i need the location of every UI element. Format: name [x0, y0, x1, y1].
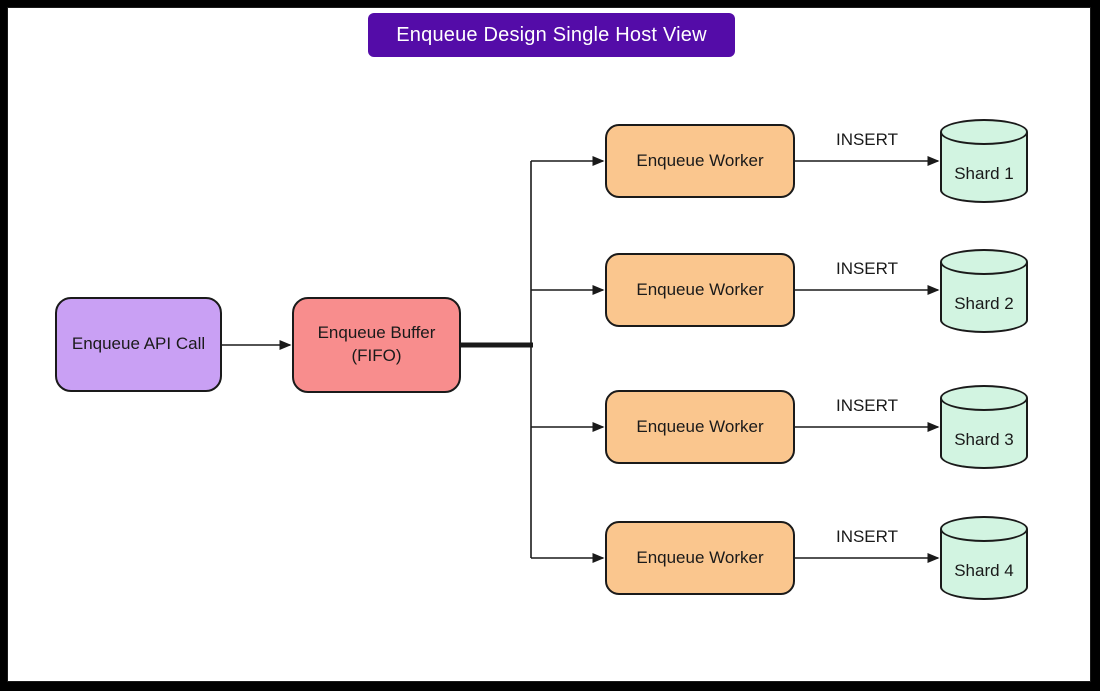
cylinder-top [940, 516, 1028, 542]
node-label: Enqueue API Call [71, 334, 206, 354]
node-label-line1: Enqueue Buffer [317, 323, 436, 343]
node-enqueue-worker-3: Enqueue Worker [605, 390, 795, 464]
edge-label-insert-2: INSERT [835, 259, 899, 278]
edge-label-insert-4: INSERT [835, 527, 899, 546]
node-shard-1: Shard 1 [940, 119, 1028, 203]
diagram-title: Enqueue Design Single Host View [368, 13, 735, 57]
node-enqueue-worker-1: Enqueue Worker [605, 124, 795, 198]
node-label: Shard 2 [954, 294, 1014, 313]
node-label: Shard 3 [954, 430, 1014, 449]
node-enqueue-buffer: Enqueue Buffer (FIFO) [292, 297, 461, 393]
node-label: Enqueue Worker [636, 150, 764, 170]
cylinder-top [940, 249, 1028, 275]
node-shard-4: Shard 4 [940, 516, 1028, 600]
edge-label-insert-3: INSERT [835, 396, 899, 415]
node-enqueue-worker-4: Enqueue Worker [605, 521, 795, 595]
node-label: Shard 1 [954, 164, 1014, 183]
edge-label-insert-1: INSERT [835, 130, 899, 149]
node-enqueue-api-call: Enqueue API Call [55, 297, 222, 392]
node-label: Shard 4 [954, 561, 1014, 580]
node-enqueue-worker-2: Enqueue Worker [605, 253, 795, 327]
cylinder-top [940, 385, 1028, 411]
cylinder-top [940, 119, 1028, 145]
node-shard-3: Shard 3 [940, 385, 1028, 469]
node-label-line2: (FIFO) [351, 346, 402, 365]
node-label: Enqueue Worker [636, 279, 764, 299]
node-label: Enqueue Worker [636, 416, 764, 436]
node-shard-2: Shard 2 [940, 249, 1028, 333]
node-label: Enqueue Worker [636, 547, 764, 567]
